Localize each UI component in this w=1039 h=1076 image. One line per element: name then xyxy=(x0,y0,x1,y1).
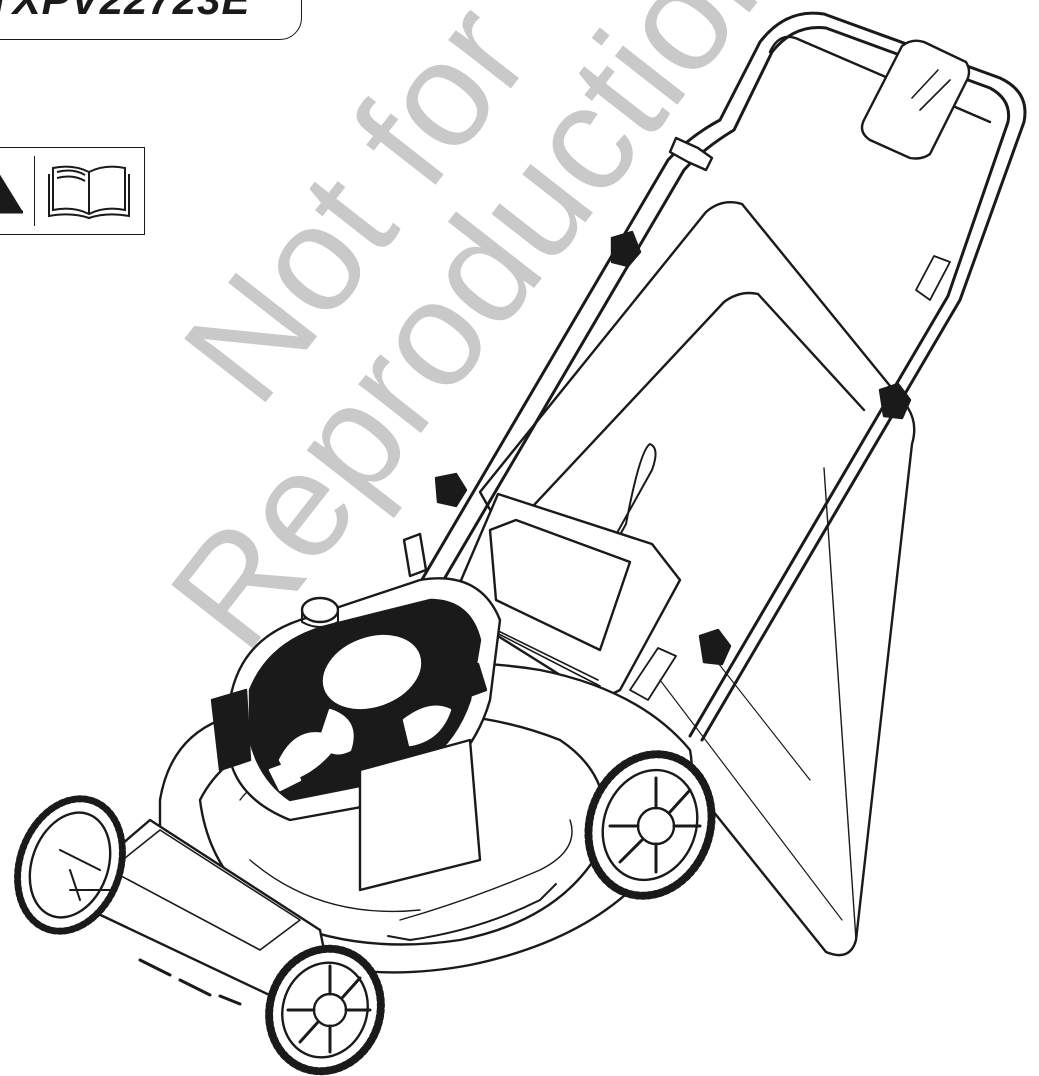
rear-left-wheel xyxy=(584,750,716,900)
warning-triangle-icon xyxy=(0,174,23,214)
engine xyxy=(210,532,502,892)
icon-separator xyxy=(34,156,36,226)
read-manual-book-icon xyxy=(48,165,130,220)
front-right-wheel xyxy=(265,944,385,1076)
safety-icons-box xyxy=(0,147,145,235)
grass-catcher-bag xyxy=(478,201,916,957)
model-number-box xyxy=(0,0,302,40)
front-left-wheel xyxy=(14,795,126,935)
handle-frame xyxy=(408,11,1027,742)
model-number: TXPV22723E xyxy=(0,0,251,24)
